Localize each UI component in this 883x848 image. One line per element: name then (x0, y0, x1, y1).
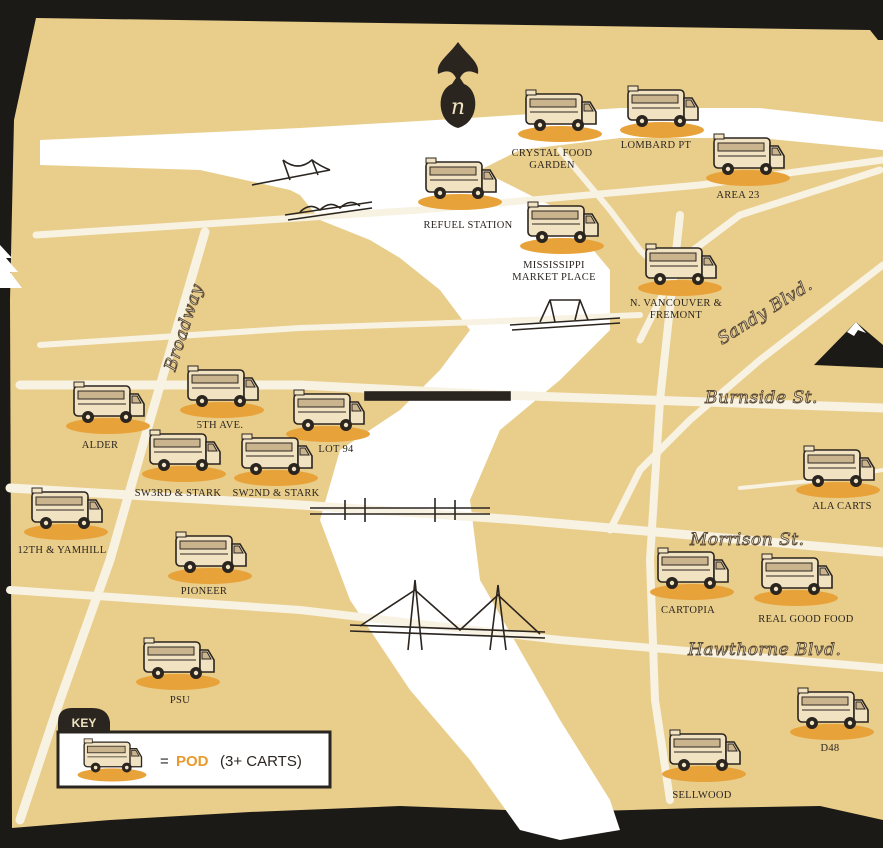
pod-sellwood[interactable]: SELLWOOD (661, 729, 747, 801)
pod-label: CARTOPIA (661, 605, 715, 616)
street-label-burnside: Burnside St. (704, 388, 818, 408)
pod-ala-carts[interactable]: ALA CARTS (795, 445, 881, 512)
street-label-morrison: Morrison St. (689, 530, 805, 550)
pod-label: N. VANCOUVER & (630, 298, 722, 309)
north-letter: n (451, 95, 465, 120)
pod-label: LOT 94 (318, 444, 354, 455)
pod-lombard-pt[interactable]: LOMBARD PT (619, 85, 705, 151)
mountain-icon (814, 322, 883, 368)
pod-label: ALA CARTS (812, 501, 872, 512)
pod-label: 5TH AVE. (197, 420, 244, 431)
pod-label: PIONEER (181, 586, 227, 597)
pod-label: CRYSTAL FOOD (512, 148, 593, 159)
river (40, 108, 883, 840)
tree-icon (0, 245, 22, 288)
pod-label: SW2ND & STARK (232, 488, 319, 499)
map-key: KEY = POD (3+ CARTS) (56, 708, 332, 789)
street-label-hawthorne: Hawthorne Blvd. (687, 640, 841, 660)
pod-label: 12TH & YAMHILL (18, 545, 107, 556)
pod-sw2nd-stark[interactable]: SW2ND & STARK (232, 433, 319, 499)
pod-12th-yamhill[interactable]: 12TH & YAMHILL (18, 487, 109, 556)
pod-label: ALDER (82, 440, 119, 451)
pod-label: PSU (170, 695, 190, 706)
pod-label: AREA 23 (716, 190, 759, 201)
pod-label: SELLWOOD (672, 790, 731, 801)
pod-label: D48 (821, 743, 840, 754)
pod-label: LOMBARD PT (621, 140, 692, 151)
key-equals: = (160, 753, 169, 770)
pod-label: REFUEL STATION (423, 220, 512, 231)
pod-refuel-station[interactable]: REFUEL STATION (417, 157, 513, 231)
key-title: KEY (72, 716, 97, 730)
pod-n-vancouver-fremont[interactable]: N. VANCOUVER &FREMONT (630, 243, 723, 321)
roads (5, 147, 883, 825)
pod-label: FREMONT (650, 310, 703, 321)
river-branch (300, 190, 540, 320)
pod-lot-94[interactable]: LOT 94 (285, 389, 371, 455)
pod-d48[interactable]: D48 (789, 687, 875, 754)
pod-real-good-food[interactable]: REAL GOOD FOOD (753, 553, 854, 625)
pod-label: MARKET PLACE (512, 272, 596, 283)
pod-5th-ave[interactable]: 5TH AVE. (179, 365, 265, 431)
pod-label: SW3RD & STARK (135, 488, 222, 499)
pod-label: GARDEN (529, 160, 575, 171)
pod-cartopia[interactable]: CARTOPIA (649, 547, 735, 616)
pod-psu[interactable]: PSU (135, 637, 221, 706)
pod-label: REAL GOOD FOOD (758, 614, 854, 625)
pod-alder[interactable]: ALDER (65, 381, 151, 451)
pod-area-23[interactable]: AREA 23 (705, 133, 791, 201)
bridges (251, 158, 621, 651)
pod-label: MISSISSIPPI (523, 260, 585, 271)
key-pod-desc: (3+ CARTS) (220, 753, 302, 770)
pod-sw3rd-stark[interactable]: SW3RD & STARK (135, 429, 227, 499)
north-arrow-icon: n (437, 42, 479, 128)
key-pod-word: POD (176, 753, 209, 770)
pod-pioneer[interactable]: PIONEER (167, 531, 253, 597)
